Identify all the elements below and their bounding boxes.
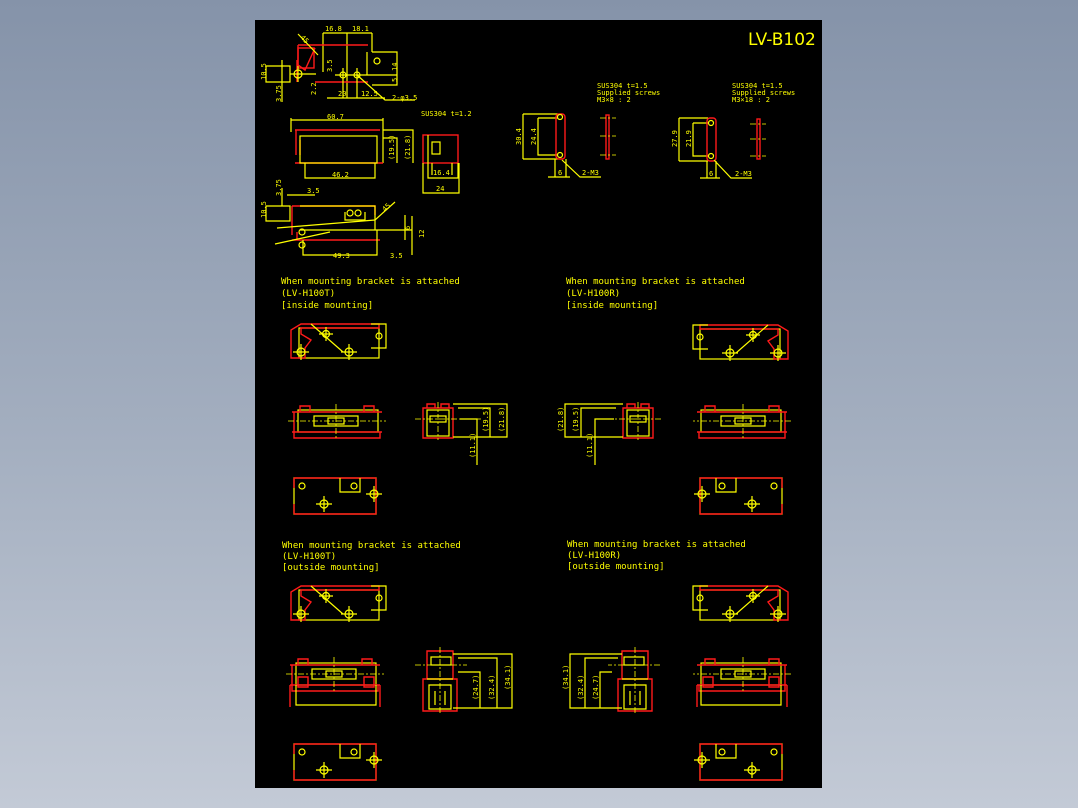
dim-label: (11.1) bbox=[469, 433, 477, 458]
section-mounting: [inside mounting] bbox=[566, 301, 658, 311]
section-outside-lv-h100r: When mounting bracket is attached (LV-H1… bbox=[562, 540, 792, 781]
drawing-title: LV-B102 bbox=[748, 30, 816, 50]
top-left-view: 16.8 18.1 3.5 14 5 20 12.5 2-φ3.5 10.5 3… bbox=[260, 25, 417, 102]
dim-label: 2-M3 bbox=[735, 170, 752, 178]
dim-label: 3.75 bbox=[275, 179, 283, 196]
dim-label: 6 bbox=[404, 226, 412, 230]
dim-label: 18.1 bbox=[352, 25, 369, 33]
screws-spec: M3×18 : 2 bbox=[732, 96, 770, 104]
dim-label: 3.5 bbox=[326, 59, 334, 72]
section-mounting: [inside mounting] bbox=[281, 301, 373, 311]
front-view bbox=[692, 656, 792, 707]
dim-label: 45 bbox=[381, 202, 393, 214]
dim-label: 45 bbox=[299, 34, 311, 46]
dim-label: (34.1) bbox=[504, 665, 512, 690]
dim-label: (21.8) bbox=[557, 407, 565, 432]
dim-label: (11.1) bbox=[586, 433, 594, 458]
dim-label: 24 bbox=[436, 185, 444, 193]
dim-label: 2-M3 bbox=[582, 169, 599, 177]
dim-label: 16.4 bbox=[433, 169, 450, 177]
material-label: SUS304 t=1.5 bbox=[732, 82, 783, 90]
dim-label: (32.4) bbox=[488, 675, 496, 700]
dim-label: 6 bbox=[558, 169, 562, 177]
dim-label: 27.9 bbox=[671, 130, 679, 147]
dim-label: (19.5) bbox=[572, 407, 580, 432]
dim-label: 12 bbox=[418, 230, 426, 238]
dim-label: 46.2 bbox=[332, 171, 349, 179]
dim-label: (32.4) bbox=[577, 675, 585, 700]
screws-label: Supplied screws bbox=[597, 89, 660, 97]
dim-label: 24.4 bbox=[530, 128, 538, 145]
dim-label: 6 bbox=[709, 170, 713, 178]
dim-label: (34.1) bbox=[562, 665, 570, 690]
dim-label: 10.5 bbox=[260, 63, 268, 80]
dim-label: 30.4 bbox=[515, 128, 523, 145]
dim-label: (21.8) bbox=[498, 407, 506, 432]
section-heading: When mounting bracket is attached bbox=[567, 540, 746, 550]
dim-label: 3.75 bbox=[275, 85, 283, 102]
section-heading: When mounting bracket is attached bbox=[282, 541, 461, 551]
dim-label: 16.8 bbox=[325, 25, 342, 33]
dim-label: 2-φ3.5 bbox=[392, 94, 417, 102]
front-view bbox=[285, 656, 385, 707]
dim-label: (19.5) bbox=[482, 407, 490, 432]
section-inside-lv-h100t: When mounting bracket is attached (LV-H1… bbox=[281, 277, 508, 515]
dim-label: (19.5) bbox=[388, 135, 396, 160]
material-label: SUS304 t=1.2 bbox=[421, 110, 472, 118]
section-outside-lv-h100t: When mounting bracket is attached (LV-H1… bbox=[282, 541, 513, 781]
section-model: (LV-H100R) bbox=[567, 551, 621, 561]
bottom-left-view: 3.75 3.5 10.5 49.3 3.5 6 12 45 bbox=[260, 179, 426, 260]
dim-label: 10.5 bbox=[260, 201, 268, 218]
section-model: (LV-H100R) bbox=[566, 289, 620, 299]
section-mounting: [outside mounting] bbox=[567, 562, 665, 572]
material-label: SUS304 t=1.5 bbox=[597, 82, 648, 90]
dim-label: 49.3 bbox=[333, 252, 350, 260]
section-model: (LV-H100T) bbox=[281, 289, 335, 299]
bracket-a-view: SUS304 t=1.5 Supplied screws M3×8 : 2 30… bbox=[515, 82, 660, 178]
section-heading: When mounting bracket is attached bbox=[566, 277, 745, 287]
section-heading: When mounting bracket is attached bbox=[281, 277, 460, 287]
dim-label: 20 bbox=[338, 90, 346, 98]
section-mounting: [outside mounting] bbox=[282, 563, 380, 573]
dim-label: 21.9 bbox=[685, 130, 693, 147]
bracket-b-view: SUS304 t=1.5 Supplied screws M3×18 : 2 2… bbox=[671, 82, 795, 179]
dim-label: 3.5 bbox=[390, 252, 403, 260]
dim-label: 5 bbox=[391, 78, 399, 82]
screws-label: Supplied screws bbox=[732, 89, 795, 97]
screws-spec: M3×8 : 2 bbox=[597, 96, 631, 104]
dim-label: 60.7 bbox=[327, 113, 344, 121]
middle-left-view: 60.7 (19.5) (21.8) 46.2 SUS304 t=1.2 16.… bbox=[290, 110, 472, 194]
dim-label: 12.5 bbox=[361, 90, 378, 98]
dim-label: (21.8) bbox=[404, 135, 412, 160]
section-inside-lv-h100r: When mounting bracket is attached (LV-H1… bbox=[557, 277, 792, 515]
dim-label: (24.7) bbox=[472, 675, 480, 700]
dim-label: 3.5 bbox=[307, 187, 320, 195]
dim-label: 2.2 bbox=[310, 82, 318, 95]
section-model: (LV-H100T) bbox=[282, 552, 336, 562]
dim-label: 14 bbox=[391, 63, 399, 71]
dim-label: (24.7) bbox=[592, 675, 600, 700]
